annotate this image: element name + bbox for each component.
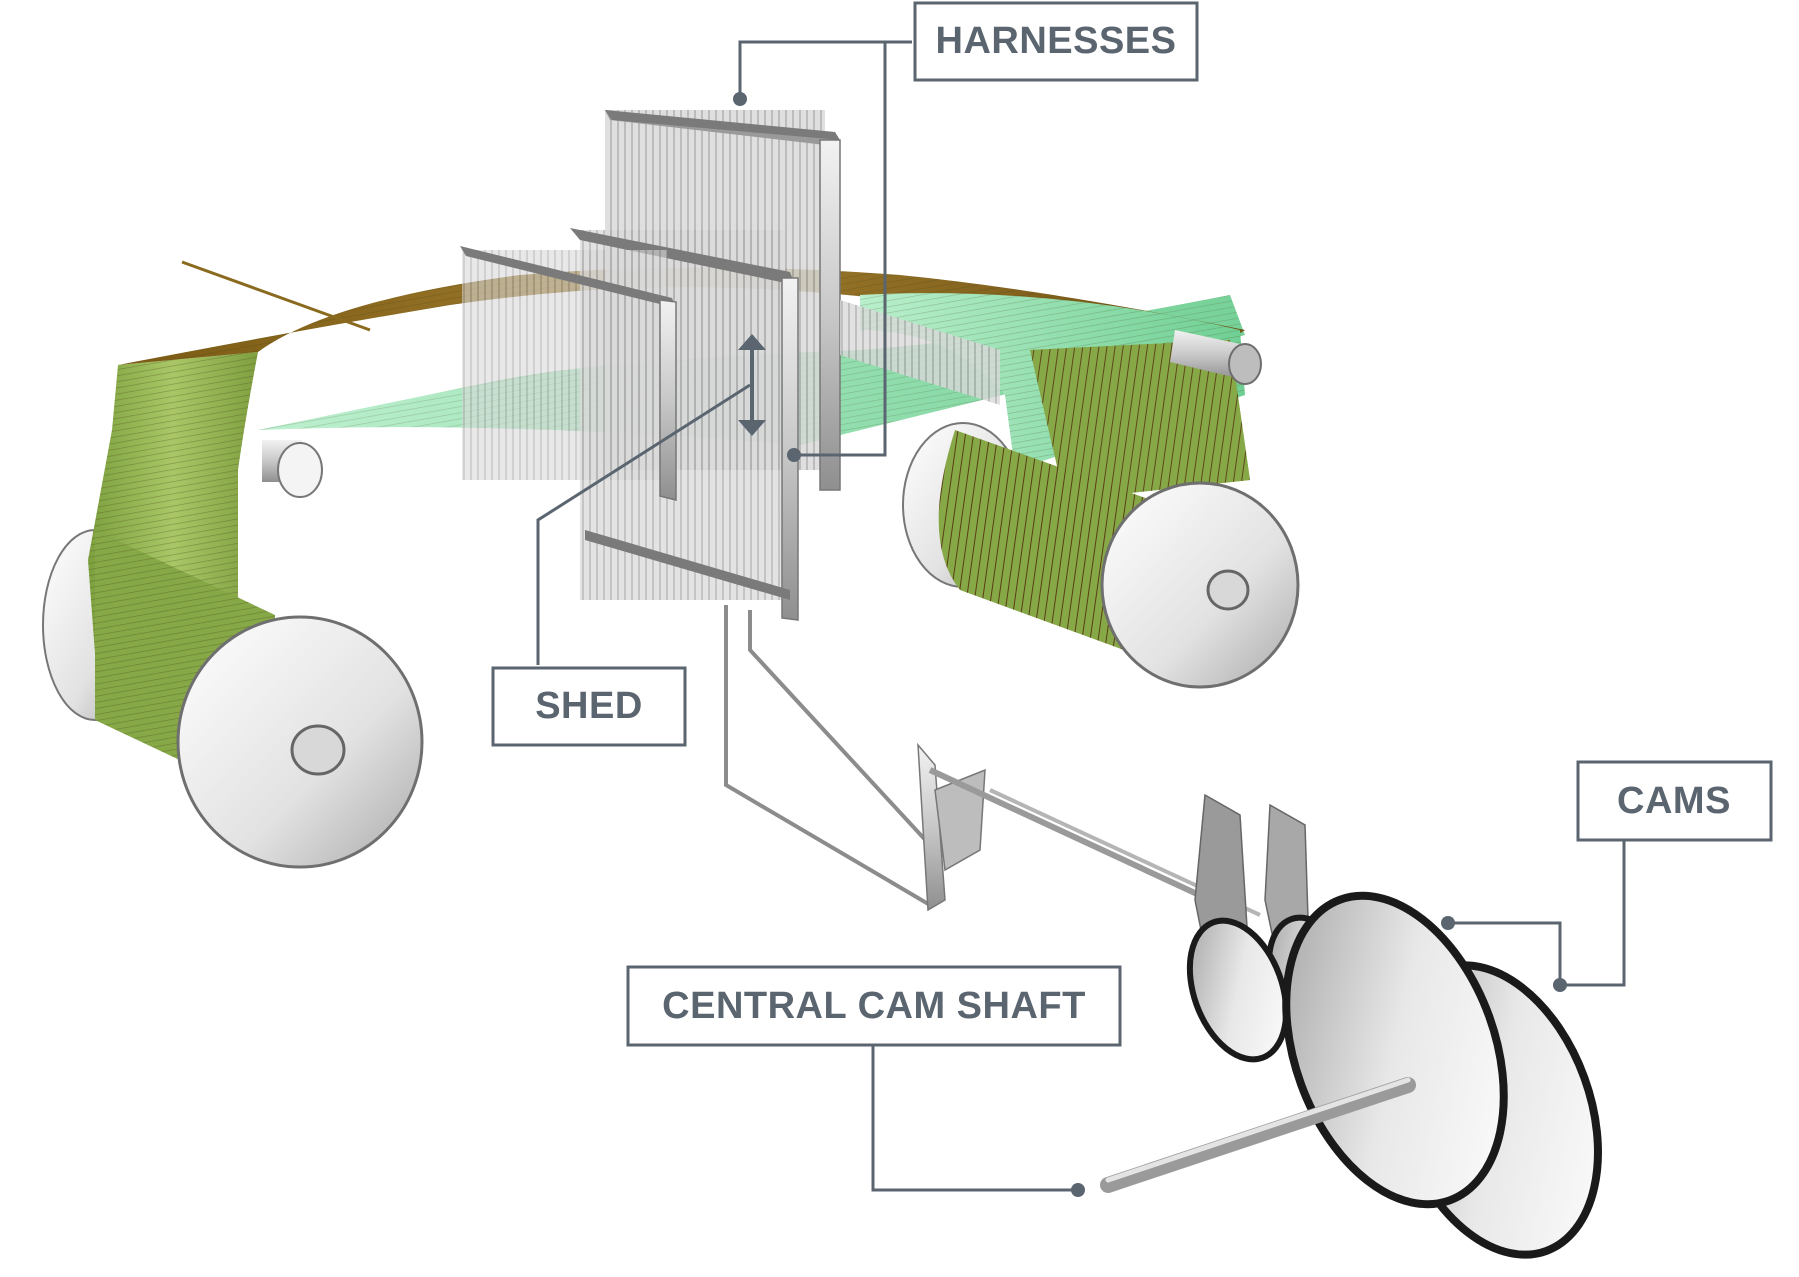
warp-drop-texture — [1030, 340, 1250, 500]
central-cam-shaft-leader-dot — [1071, 1183, 1085, 1197]
cams-leader-dot-1 — [1441, 916, 1455, 930]
push-rod — [928, 767, 1212, 903]
leader-lines — [536, 40, 1626, 1197]
cam-front — [1282, 891, 1508, 1209]
label-harnesses: HARNESSES — [913, 1, 1199, 82]
back-rest-roller — [1170, 330, 1262, 385]
shed-arrow — [738, 334, 766, 436]
cam-small-front — [1186, 917, 1290, 1063]
label-central-cam-shaft: CENTRAL CAM SHAFT — [626, 965, 1122, 1047]
cams-leader-dot-2 — [1553, 978, 1567, 992]
harness-frame-front — [460, 246, 677, 501]
central-cam-shaft-highlight — [1105, 1077, 1411, 1183]
harness-frames — [460, 110, 1000, 621]
label-central-cam-shaft-text: CENTRAL CAM SHAFT — [662, 985, 1086, 1027]
warp-beam-hub — [1206, 569, 1250, 611]
label-harnesses-text: HARNESSES — [936, 20, 1177, 62]
breast-beam-roller-end — [277, 442, 323, 498]
central-cam-shaft — [1100, 1077, 1416, 1193]
weft-thread — [181, 260, 371, 332]
treadle-lever — [917, 742, 946, 912]
cloth-beam-assembly — [42, 352, 424, 869]
back-roller-end — [1228, 343, 1262, 385]
back-roller-body — [1170, 330, 1245, 380]
shed-leader — [536, 383, 751, 665]
warp-beam-assembly — [902, 422, 1300, 689]
harnesses-leader-dot-2 — [787, 448, 801, 462]
warp-beam-front-disc — [1100, 481, 1300, 689]
central-cam-shaft-leader — [871, 1045, 1078, 1192]
cloth-roll-hub — [290, 724, 346, 776]
harnesses-leader-2 — [795, 42, 887, 457]
treadle-bracket — [934, 768, 986, 872]
harness-linkage — [724, 605, 1261, 917]
harnesses-leader — [738, 40, 912, 98]
cam-assembly — [1100, 793, 1602, 1259]
harnesses-leader-dot-1 — [733, 92, 747, 106]
label-shed-text: SHED — [535, 685, 643, 727]
upper-warp-texture — [118, 267, 1245, 365]
label-cams: CAMS — [1576, 760, 1773, 842]
label-cams-text: CAMS — [1617, 780, 1731, 822]
reed — [840, 300, 1000, 405]
label-shed: SHED — [491, 666, 687, 747]
